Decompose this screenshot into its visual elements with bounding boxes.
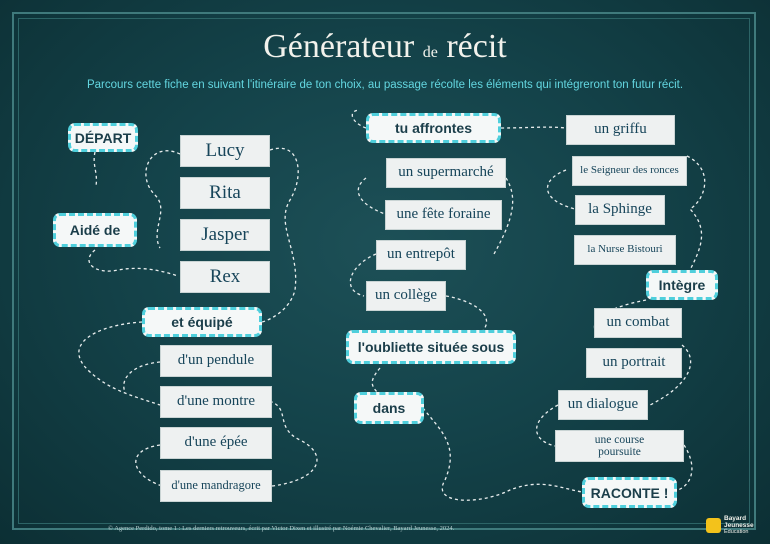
card-scene[interactable]: un portrait bbox=[586, 348, 682, 378]
card-enemy[interactable]: un griffu bbox=[566, 115, 675, 145]
inner-frame bbox=[18, 18, 750, 524]
label-aide: Aidé de bbox=[53, 213, 137, 247]
footer-credits: © Agence Perdido, tome 1 : Les derniers … bbox=[108, 525, 455, 532]
page-title: Générateur de récit bbox=[0, 28, 770, 66]
subtitle: Parcours cette fiche en suivant l'itinér… bbox=[86, 79, 684, 91]
card-place[interactable]: un collège bbox=[366, 281, 446, 311]
label-depart: DÉPART bbox=[68, 123, 138, 152]
label-dans: dans bbox=[354, 392, 424, 424]
card-scene[interactable]: une course poursuite bbox=[555, 430, 684, 462]
title-small: de bbox=[422, 44, 438, 61]
card-enemy[interactable]: le Seigneur des ronces bbox=[572, 156, 687, 186]
card-place[interactable]: un entrepôt bbox=[376, 240, 466, 270]
logo-line1: Bayard bbox=[724, 515, 747, 522]
card-enemy[interactable]: la Nurse Bistouri bbox=[574, 235, 676, 265]
label-oubliette: l'oubliette située sous bbox=[346, 330, 516, 364]
card-object[interactable]: d'une épée bbox=[160, 427, 272, 459]
logo-line2: Jeunesse bbox=[724, 521, 754, 529]
label-affrontes: tu affrontes bbox=[366, 113, 501, 143]
title-end: récit bbox=[446, 28, 507, 65]
card-ally[interactable]: Rex bbox=[180, 261, 270, 293]
card-ally[interactable]: Rita bbox=[180, 177, 270, 209]
outer-frame bbox=[12, 12, 756, 530]
card-scene[interactable]: un combat bbox=[594, 308, 682, 338]
title-main: Générateur bbox=[263, 28, 415, 65]
label-integre: Intègre bbox=[646, 270, 718, 300]
publisher-logo: Bayard Jeunesse Éducation bbox=[706, 515, 754, 535]
card-ally[interactable]: Lucy bbox=[180, 135, 270, 167]
card-object[interactable]: d'une mandragore bbox=[160, 470, 272, 502]
card-place[interactable]: une fête foraine bbox=[385, 200, 502, 230]
card-place[interactable]: un supermarché bbox=[386, 158, 506, 188]
logo-line3: Éducation bbox=[724, 528, 749, 535]
card-ally[interactable]: Jasper bbox=[180, 219, 270, 251]
label-raconte: RACONTE ! bbox=[582, 477, 677, 508]
card-object[interactable]: d'une montre bbox=[160, 386, 272, 418]
card-scene[interactable]: un dialogue bbox=[558, 390, 648, 420]
card-object[interactable]: d'un pendule bbox=[160, 345, 272, 377]
card-enemy[interactable]: la Sphinge bbox=[575, 195, 665, 225]
logo-icon bbox=[706, 518, 721, 534]
label-equipe: et équipé bbox=[142, 307, 262, 337]
